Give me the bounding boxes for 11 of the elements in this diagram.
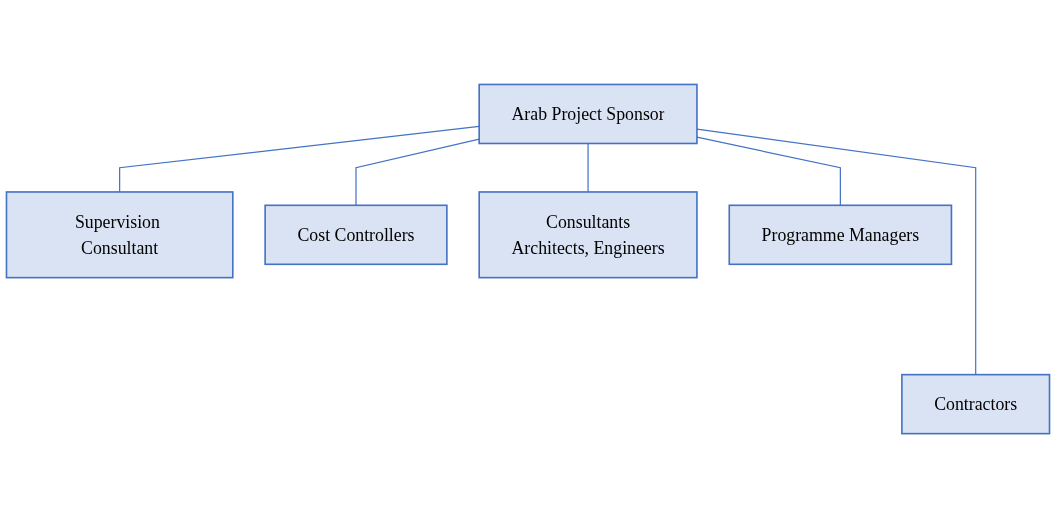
- node-box: Supervision Consultant: [5, 191, 234, 279]
- node-box: Arab Project Sponsor: [478, 84, 698, 145]
- node-box: Cost Controllers: [264, 204, 448, 266]
- node-box: Programme Managers: [728, 204, 953, 266]
- connector: [355, 139, 480, 207]
- connector: [587, 143, 589, 193]
- connector: [696, 128, 977, 376]
- connector: [696, 137, 841, 207]
- node-box: Contractors: [901, 374, 1051, 435]
- connector: [119, 126, 480, 193]
- node-box: Consultants Architects, Engineers: [478, 191, 698, 279]
